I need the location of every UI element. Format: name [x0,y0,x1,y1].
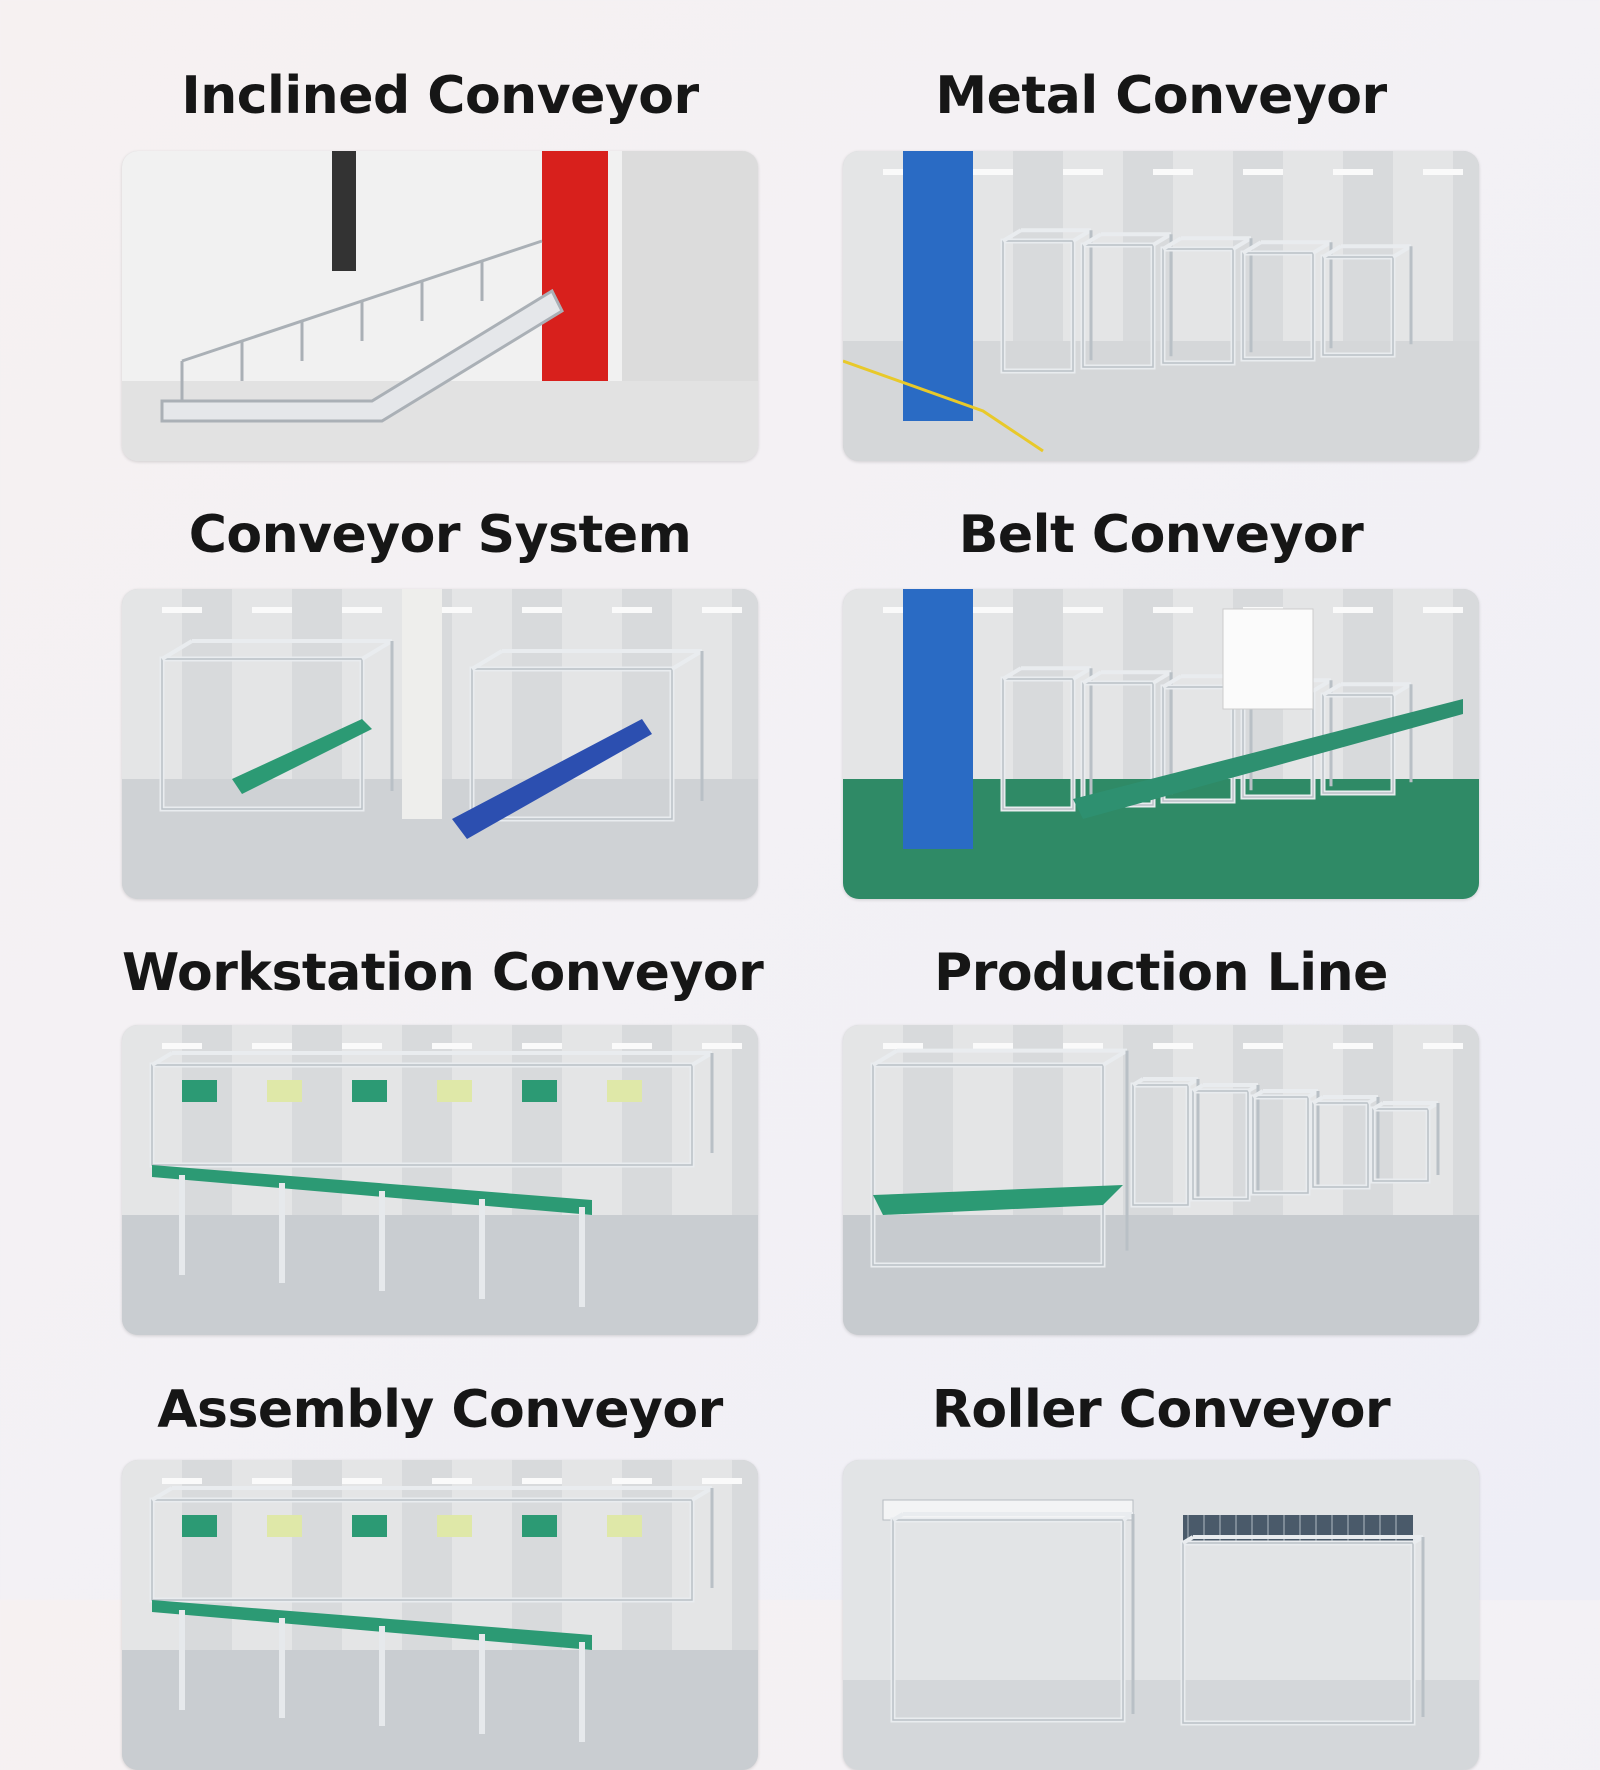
photo-inclined-conveyor [122,151,758,461]
tile-conveyor-system[interactable]: Conveyor System [122,505,758,899]
tile-title: Belt Conveyor [958,505,1364,565]
scene-illustration [122,151,758,461]
tile-workstation-conveyor[interactable]: Workstation Conveyor [122,943,764,1335]
tile-title: Inclined Conveyor [181,66,699,126]
scene-illustration [843,589,1479,899]
tile-title: Production Line [934,943,1388,1003]
photo-production-line [843,1025,1479,1335]
photo-assembly-conveyor [122,1460,758,1770]
tile-title: Assembly Conveyor [157,1380,723,1440]
photo-belt-conveyor [843,589,1479,899]
scene-illustration [122,1460,758,1770]
tile-title: Workstation Conveyor [122,943,764,1003]
tile-roller-conveyor[interactable]: Roller Conveyor [843,1380,1479,1770]
scene-illustration [843,151,1479,461]
tile-title: Conveyor System [188,505,692,565]
tile-assembly-conveyor[interactable]: Assembly Conveyor [122,1380,758,1770]
scene-illustration [843,1460,1479,1770]
photo-roller-conveyor [843,1460,1479,1770]
photo-conveyor-system [122,589,758,899]
tile-title: Roller Conveyor [931,1380,1391,1440]
scene-illustration [122,589,758,899]
tile-production-line[interactable]: Production Line [843,943,1479,1335]
photo-workstation-conveyor [122,1025,758,1335]
tile-title: Metal Conveyor [935,66,1387,126]
tile-belt-conveyor[interactable]: Belt Conveyor [843,505,1479,899]
tile-metal-conveyor[interactable]: Metal Conveyor [843,66,1479,461]
scene-illustration [843,1025,1479,1335]
photo-metal-conveyor [843,151,1479,461]
tile-inclined-conveyor[interactable]: Inclined Conveyor [122,66,758,461]
scene-illustration [122,1025,758,1335]
